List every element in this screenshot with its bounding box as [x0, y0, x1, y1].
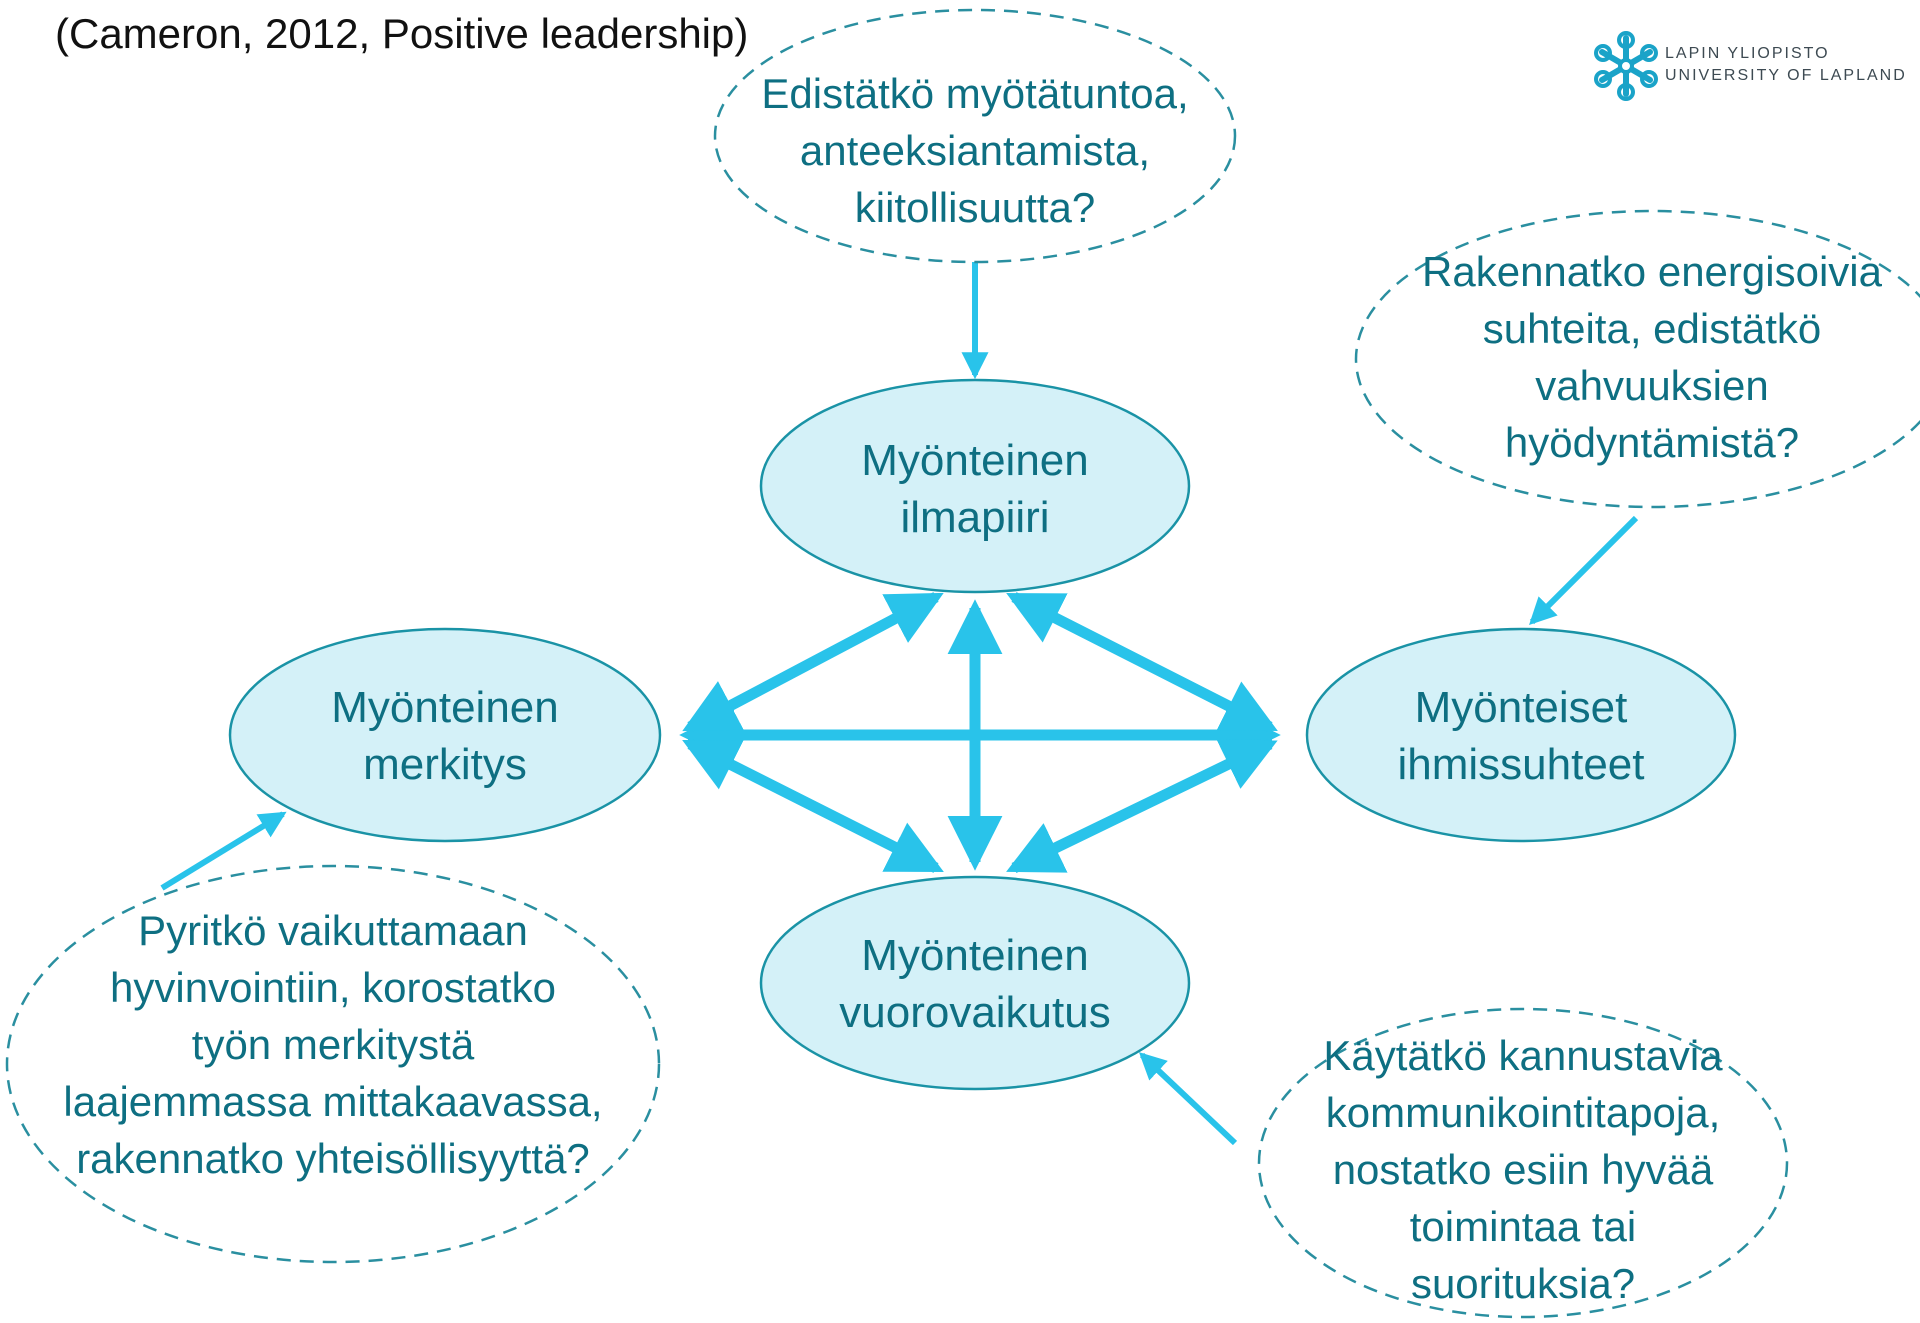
question-communication-line-4: toimintaa tai: [1410, 1203, 1636, 1250]
core-node-meaning-line-2: merkitys: [363, 740, 527, 789]
question-relationships-line-1: Rakennatko energisoivia: [1422, 248, 1883, 295]
question-meaning-line-3: työn merkitystä: [192, 1021, 475, 1068]
core-node-relationships: Myönteiset ihmissuhteet: [1305, 627, 1737, 843]
university-logo: LAPIN YLIOPISTO UNIVERSITY OF LAPLAND: [1594, 31, 1907, 101]
question-relationships-line-4: hyödyntämistä?: [1505, 419, 1799, 466]
core-node-relationships-line-1: Myönteiset: [1415, 683, 1628, 732]
core-node-communication: Myönteinen vuorovaikutus: [759, 875, 1191, 1091]
core-node-climate-line-2: ilmapiiri: [900, 493, 1049, 542]
question-communication-line-2: kommunikointitapoja,: [1326, 1089, 1721, 1136]
question-climate: Edistätkö myötätuntoa, anteeksiantamista…: [713, 8, 1237, 264]
core-node-climate: Myönteinen ilmapiiri: [759, 378, 1191, 594]
question-meaning-line-1: Pyritkö vaikuttamaan: [138, 907, 528, 954]
core-connectors: [679, 592, 1281, 873]
core-node-meaning: Myönteinen merkitys: [228, 627, 662, 843]
core-node-communication-line-1: Myönteinen: [861, 931, 1088, 980]
question-relationships-line-2: suhteita, edistätkö: [1483, 305, 1822, 352]
arrow-meaning-communication: [682, 739, 944, 873]
question-relationships-line-3: vahvuuksien: [1535, 362, 1768, 409]
question-climate-line-2: anteeksiantamista,: [800, 127, 1150, 174]
citation: (Cameron, 2012, Positive leadership): [55, 10, 748, 57]
question-climate-line-3: kiitollisuutta?: [855, 184, 1095, 231]
core-node-relationships-line-2: ihmissuhteet: [1397, 740, 1644, 789]
arrow-relationships-communication: [1006, 739, 1278, 873]
question-climate-line-1: Edistätkö myötätuntoa,: [761, 70, 1188, 117]
arrow-meaning-climate: [682, 592, 944, 732]
core-node-climate-line-1: Myönteinen: [861, 436, 1088, 485]
logo-line-1: LAPIN YLIOPISTO: [1665, 45, 1830, 62]
question-meaning-line-2: hyvinvointiin, korostatko: [110, 964, 556, 1011]
arrow-question-communication: [1138, 1052, 1238, 1146]
question-communication: Käytätkö kannustavia kommunikointitapoja…: [1257, 1007, 1789, 1319]
question-communication-line-1: Käytätkö kannustavia: [1323, 1032, 1723, 1079]
arrow-question-relationships: [1529, 515, 1639, 625]
question-connectors: [160, 262, 1639, 1146]
question-relationships: Rakennatko energisoivia suhteita, edistä…: [1354, 209, 1920, 509]
question-communication-line-3: nostatko esiin hyvää: [1333, 1146, 1714, 1193]
question-communication-line-5: suorituksia?: [1411, 1260, 1635, 1307]
question-meaning-line-4: laajemmassa mittakaavassa,: [63, 1078, 602, 1125]
question-meaning-line-5: rakennatko yhteisöllisyyttä?: [76, 1135, 590, 1182]
logo-line-2: UNIVERSITY OF LAPLAND: [1665, 67, 1907, 84]
core-node-communication-line-2: vuorovaikutus: [839, 988, 1110, 1037]
snowflake-icon: [1594, 31, 1658, 101]
question-meaning: Pyritkö vaikuttamaan hyvinvointiin, koro…: [5, 864, 661, 1264]
arrow-climate-relationships: [1006, 592, 1278, 732]
arrow-question-meaning: [160, 811, 287, 891]
core-node-meaning-line-1: Myönteinen: [331, 683, 558, 732]
